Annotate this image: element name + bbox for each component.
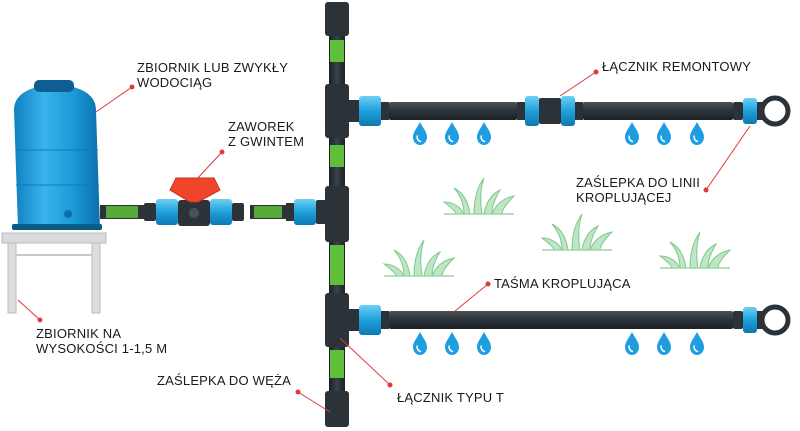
label-tank-top-line2: WODOCIĄG — [137, 75, 213, 90]
water-drop-icon — [656, 121, 672, 146]
label-tank-bottom: ZBIORNIK NA WYSOKOŚCI 1-1,5 M — [36, 326, 167, 356]
grass-icon — [659, 231, 731, 269]
label-repair-connector: ŁĄCZNIK REMONTOWY — [602, 59, 752, 74]
label-valve: ZAWOREK Z GWINTEM — [228, 119, 304, 149]
label-t-connector: ŁĄCZNIK TYPU T — [397, 390, 505, 405]
water-drop-icon — [656, 331, 672, 356]
label-end-cap: ZAŚLEPKA DO LINII KROPLUJĄCEJ — [576, 175, 700, 205]
label-hose-cap: ZAŚLEPKA DO WĘŻA — [157, 373, 291, 388]
grass-icon — [443, 177, 515, 215]
upper-drip-line — [349, 96, 788, 126]
label-valve-line2: Z GWINTEM — [228, 134, 305, 149]
label-end-cap-line2: KROPLUJĄCEJ — [576, 190, 672, 205]
lower-drip-line — [349, 305, 788, 335]
water-drop-icon — [444, 121, 460, 146]
water-drop-icon — [624, 331, 640, 356]
water-drop-icon — [444, 331, 460, 356]
water-drop-icon — [476, 331, 492, 356]
tank-stand — [1, 232, 107, 314]
water-drop-icon — [412, 121, 428, 146]
label-tank-top: ZBIORNIK LUB ZWYKŁY WODOCIĄG — [137, 60, 288, 90]
water-drop-icon — [476, 121, 492, 146]
label-tank-bottom-line1: ZBIORNIK NA — [36, 326, 122, 341]
label-tank-top-line1: ZBIORNIK LUB ZWYKŁY — [137, 60, 289, 75]
water-drop-icon — [689, 121, 705, 146]
water-tank-icon — [12, 80, 102, 230]
water-drop-icon — [689, 331, 705, 356]
label-drip-tape: TAŚMA KROPLUJĄCA — [494, 276, 631, 291]
valve-icon — [169, 177, 221, 226]
label-end-cap-line1: ZAŚLEPKA DO LINII — [576, 175, 701, 190]
label-valve-line1: ZAWOREK — [228, 119, 295, 134]
label-tank-bottom-line2: WYSOKOŚCI 1-1,5 M — [36, 341, 168, 356]
grass-icon — [383, 239, 455, 277]
water-drop-icon — [412, 331, 428, 356]
water-drop-icon — [624, 121, 640, 146]
leader-lines — [17, 69, 751, 413]
supply-hose — [100, 199, 316, 225]
t-connector-icon — [316, 84, 349, 427]
grass-icon — [541, 213, 613, 251]
